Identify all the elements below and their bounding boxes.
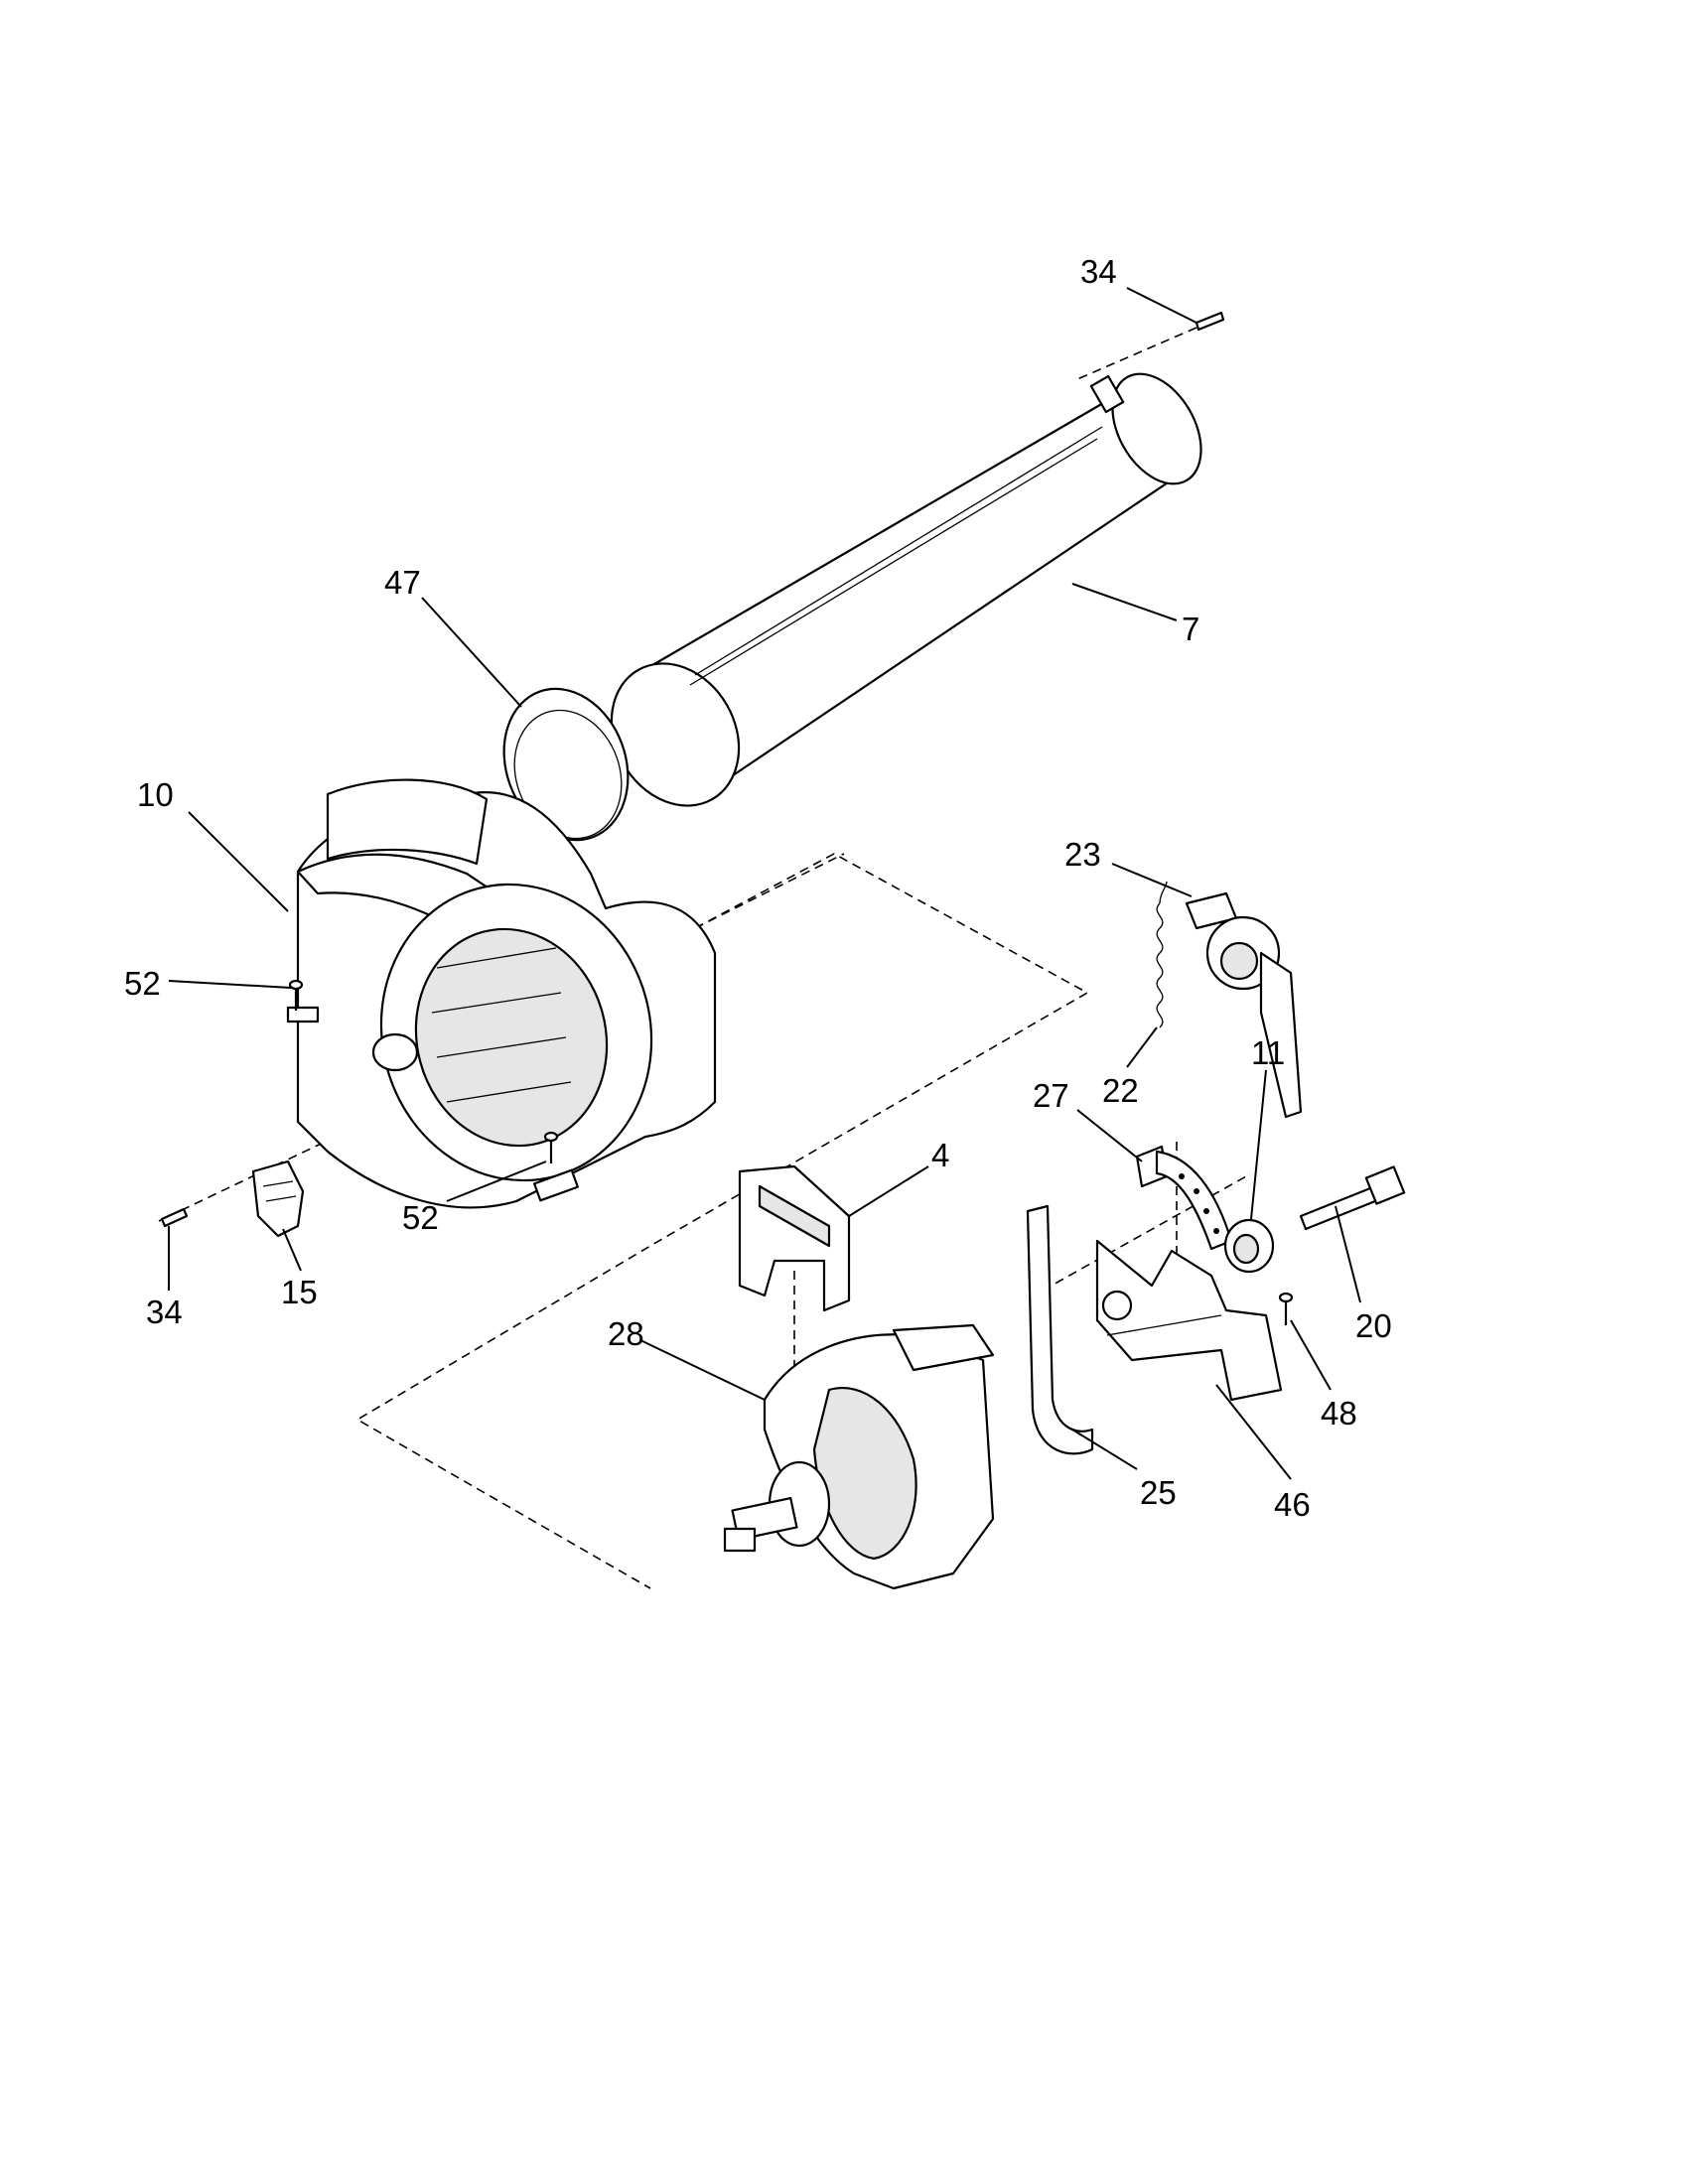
screw-icon bbox=[543, 1131, 559, 1163]
duct-icon bbox=[738, 1164, 851, 1312]
screw-icon bbox=[288, 979, 304, 1011]
clip-icon bbox=[1135, 1145, 1233, 1251]
bolt-icon bbox=[1299, 1165, 1406, 1231]
callout-27: 27 bbox=[1033, 1077, 1069, 1114]
switch-icon bbox=[251, 1160, 305, 1238]
spring-icon bbox=[1156, 881, 1168, 1028]
callouts: 34 7 47 10 23 52 22 11 27 4 52 34 15 20 … bbox=[124, 253, 1392, 1523]
callout-28: 28 bbox=[608, 1315, 644, 1352]
callout-23: 23 bbox=[1064, 836, 1101, 873]
callout-52-upper: 52 bbox=[124, 965, 161, 1002]
idler-arm-icon bbox=[1185, 891, 1303, 1119]
idler-pulley-icon bbox=[1223, 1218, 1275, 1274]
exhaust-tube-icon bbox=[610, 372, 1202, 807]
blower-housing-icon bbox=[286, 778, 717, 1209]
callout-47: 47 bbox=[384, 564, 421, 601]
callout-4: 4 bbox=[931, 1137, 949, 1173]
callout-20: 20 bbox=[1355, 1307, 1392, 1344]
motor-icon bbox=[723, 1323, 995, 1590]
seal-ring-icon bbox=[502, 687, 630, 842]
callout-10: 10 bbox=[137, 776, 174, 813]
callout-34-top: 34 bbox=[1080, 253, 1117, 290]
callout-11: 11 bbox=[1251, 1034, 1285, 1071]
callout-46: 46 bbox=[1274, 1486, 1311, 1523]
belt-icon bbox=[1026, 1204, 1094, 1455]
screw-icon bbox=[160, 1207, 189, 1228]
callout-22: 22 bbox=[1102, 1072, 1139, 1109]
callout-7: 7 bbox=[1182, 611, 1199, 647]
callout-15: 15 bbox=[281, 1274, 318, 1310]
bracket-icon bbox=[1095, 1239, 1283, 1402]
callout-25: 25 bbox=[1140, 1474, 1177, 1511]
screw-icon bbox=[1195, 311, 1225, 332]
callout-52-lower: 52 bbox=[402, 1199, 439, 1236]
screw-icon bbox=[1278, 1292, 1294, 1325]
callout-48: 48 bbox=[1321, 1395, 1357, 1432]
callout-34-left: 34 bbox=[146, 1294, 183, 1330]
leader-lines bbox=[168, 287, 1361, 1480]
